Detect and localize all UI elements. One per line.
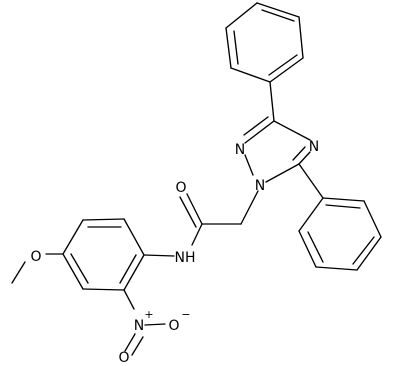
charge-minus: −: [181, 308, 190, 321]
bond: [62, 253, 84, 290]
bond: [273, 120, 311, 141]
bond: [315, 266, 358, 271]
atom-n-nitro: N: [134, 318, 144, 334]
bonds: [11, 2, 382, 356]
atom-n-triazole-4: N: [309, 139, 319, 155]
bond: [124, 333, 136, 352]
charge-plus: +: [144, 308, 153, 321]
atom-o-methoxy: O: [30, 249, 41, 265]
bond: [240, 190, 259, 225]
atom-n-triazole-2: N: [235, 142, 245, 158]
bond: [269, 81, 275, 122]
bond: [261, 9, 295, 22]
bond: [131, 336, 144, 356]
bond: [298, 230, 317, 268]
bond: [356, 236, 382, 271]
bond: [191, 223, 203, 246]
bond: [292, 146, 306, 161]
bond: [307, 231, 324, 263]
atom-n-triazole-1: N: [255, 178, 265, 194]
bond: [243, 116, 269, 136]
bond: [179, 196, 197, 228]
bond: [123, 218, 145, 256]
bond: [244, 120, 275, 144]
bond: [186, 193, 203, 225]
bond: [298, 197, 324, 232]
bond: [143, 254, 175, 257]
bond: [144, 323, 166, 326]
bond: [70, 253, 89, 284]
bond: [256, 2, 300, 18]
bond: [268, 54, 298, 76]
bond: [269, 57, 304, 83]
bond: [11, 261, 26, 284]
bond: [265, 163, 300, 183]
bond: [62, 219, 84, 255]
bond: [298, 163, 324, 199]
bond: [82, 288, 125, 291]
bond: [325, 204, 361, 209]
atom-o-nitro-single: O: [168, 318, 179, 334]
atom-labels: N N N O NH O N + O − O: [30, 139, 319, 366]
bond: [230, 67, 271, 83]
bond: [322, 197, 365, 202]
atom-nh-amide: NH: [175, 250, 196, 266]
bond: [233, 30, 239, 65]
atom-o-nitro-double: O: [118, 350, 129, 366]
bond: [298, 16, 304, 59]
bond: [225, 2, 258, 29]
bond: [119, 254, 137, 284]
bond: [244, 154, 254, 176]
bond: [82, 218, 125, 221]
bond: [123, 289, 135, 310]
atom-o-carbonyl: O: [175, 180, 186, 196]
bond: [225, 27, 232, 69]
bond: [363, 200, 382, 238]
bond: [123, 254, 145, 291]
bond: [298, 151, 311, 165]
bond: [352, 236, 375, 265]
